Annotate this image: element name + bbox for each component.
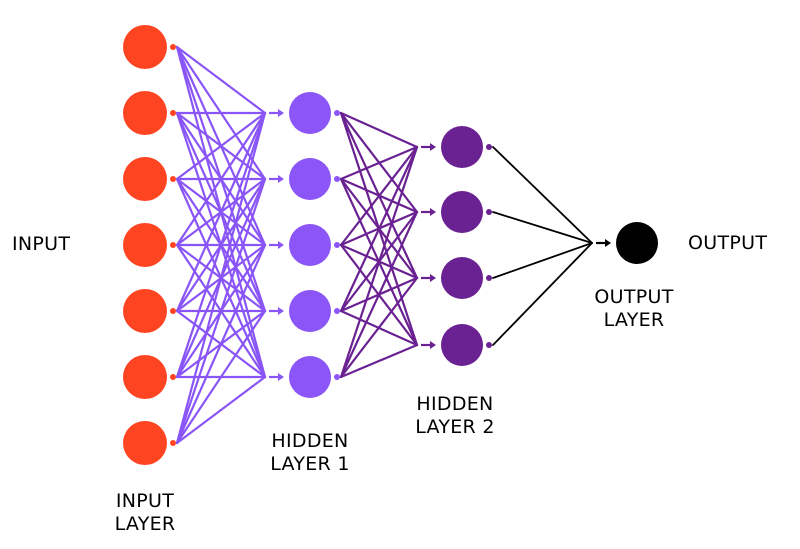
output-dot bbox=[486, 144, 492, 150]
hidden-layer-1-label: HIDDEN LAYER 1 bbox=[260, 430, 360, 476]
output-dot bbox=[170, 308, 176, 314]
output-dot bbox=[170, 374, 176, 380]
output-dot bbox=[170, 440, 176, 446]
arrow-head-icon bbox=[278, 373, 284, 381]
input-layer-node bbox=[123, 91, 167, 135]
connection-line bbox=[492, 211, 593, 244]
arrow-head-icon bbox=[605, 239, 611, 247]
output-dot bbox=[334, 110, 340, 116]
connection-line bbox=[175, 309, 267, 445]
connection-line bbox=[339, 111, 419, 149]
connection-line bbox=[339, 343, 419, 379]
arrow-head-icon bbox=[278, 241, 284, 249]
arrow-head-icon bbox=[430, 143, 436, 151]
output-dot bbox=[170, 110, 176, 116]
output-layer-label: OUTPUT LAYER bbox=[584, 286, 684, 332]
hidden-layer-1-node bbox=[289, 290, 331, 332]
connection-line bbox=[339, 145, 419, 379]
connection-line bbox=[339, 276, 419, 379]
connection-line bbox=[339, 145, 419, 181]
hidden-layer-2-label-line1: HIDDEN bbox=[416, 393, 494, 415]
hidden-layer-2-label: HIDDEN LAYER 2 bbox=[405, 393, 505, 439]
arrow-head-icon bbox=[430, 274, 436, 282]
input-layer-label: INPUT LAYER bbox=[103, 490, 187, 536]
arrow-head-icon bbox=[278, 307, 284, 315]
output-dot bbox=[334, 242, 340, 248]
hidden-layer-1-label-line2: LAYER 1 bbox=[270, 453, 350, 475]
output-layer-label-line2: LAYER bbox=[603, 309, 665, 331]
hidden-layer-2-label-line2: LAYER 2 bbox=[415, 416, 495, 438]
hidden-layer-2-node bbox=[441, 324, 483, 366]
connection-line bbox=[175, 375, 267, 445]
hidden-layer-1-node bbox=[289, 356, 331, 398]
hidden-layer-2-node bbox=[441, 191, 483, 233]
output-dot bbox=[334, 374, 340, 380]
input-layer-label-line1: INPUT bbox=[115, 490, 175, 512]
connection-line bbox=[339, 210, 419, 379]
output-dot bbox=[170, 242, 176, 248]
input-layer-node bbox=[123, 289, 167, 333]
connection-line bbox=[175, 111, 267, 445]
connection-line bbox=[175, 111, 267, 247]
connection-line bbox=[175, 243, 267, 445]
input-layer-label-line2: LAYER bbox=[114, 513, 176, 535]
connection-line bbox=[492, 242, 593, 346]
hidden-layer-2-node bbox=[441, 257, 483, 299]
output-dot bbox=[334, 308, 340, 314]
output-dot bbox=[170, 176, 176, 182]
arrow-head-icon bbox=[278, 109, 284, 117]
connection-line bbox=[492, 242, 593, 279]
connection-line bbox=[175, 111, 267, 181]
hidden-layer-1-node bbox=[289, 158, 331, 200]
output-dot bbox=[486, 342, 492, 348]
hidden-layer-1-node bbox=[289, 224, 331, 266]
output-label: OUTPUT bbox=[688, 232, 768, 254]
nodes bbox=[123, 25, 658, 465]
hidden-layer-2-node bbox=[441, 126, 483, 168]
input-layer-node bbox=[123, 25, 167, 69]
connection-line bbox=[492, 146, 593, 244]
hidden-layer-1-node bbox=[289, 92, 331, 134]
input-layer-node bbox=[123, 421, 167, 465]
output-dot bbox=[334, 176, 340, 182]
output-dot bbox=[486, 209, 492, 215]
input-layer-node bbox=[123, 355, 167, 399]
connections bbox=[175, 45, 611, 445]
connection-line bbox=[339, 145, 419, 247]
arrow-head-icon bbox=[430, 208, 436, 216]
connection-line bbox=[175, 45, 267, 115]
hidden-layer-1-label-line1: HIDDEN bbox=[271, 430, 349, 452]
output-dot bbox=[486, 275, 492, 281]
output-dot bbox=[170, 44, 176, 50]
arrow-head-icon bbox=[278, 175, 284, 183]
output-layer-node bbox=[616, 222, 658, 264]
connection-line bbox=[175, 111, 267, 313]
connection-line bbox=[175, 177, 267, 445]
input-layer-node bbox=[123, 223, 167, 267]
input-layer-node bbox=[123, 157, 167, 201]
arrow-head-icon bbox=[430, 341, 436, 349]
connection-line bbox=[175, 111, 267, 379]
output-layer-label-line1: OUTPUT bbox=[594, 286, 674, 308]
connection-line bbox=[339, 145, 419, 313]
input-label: INPUT bbox=[12, 233, 71, 255]
